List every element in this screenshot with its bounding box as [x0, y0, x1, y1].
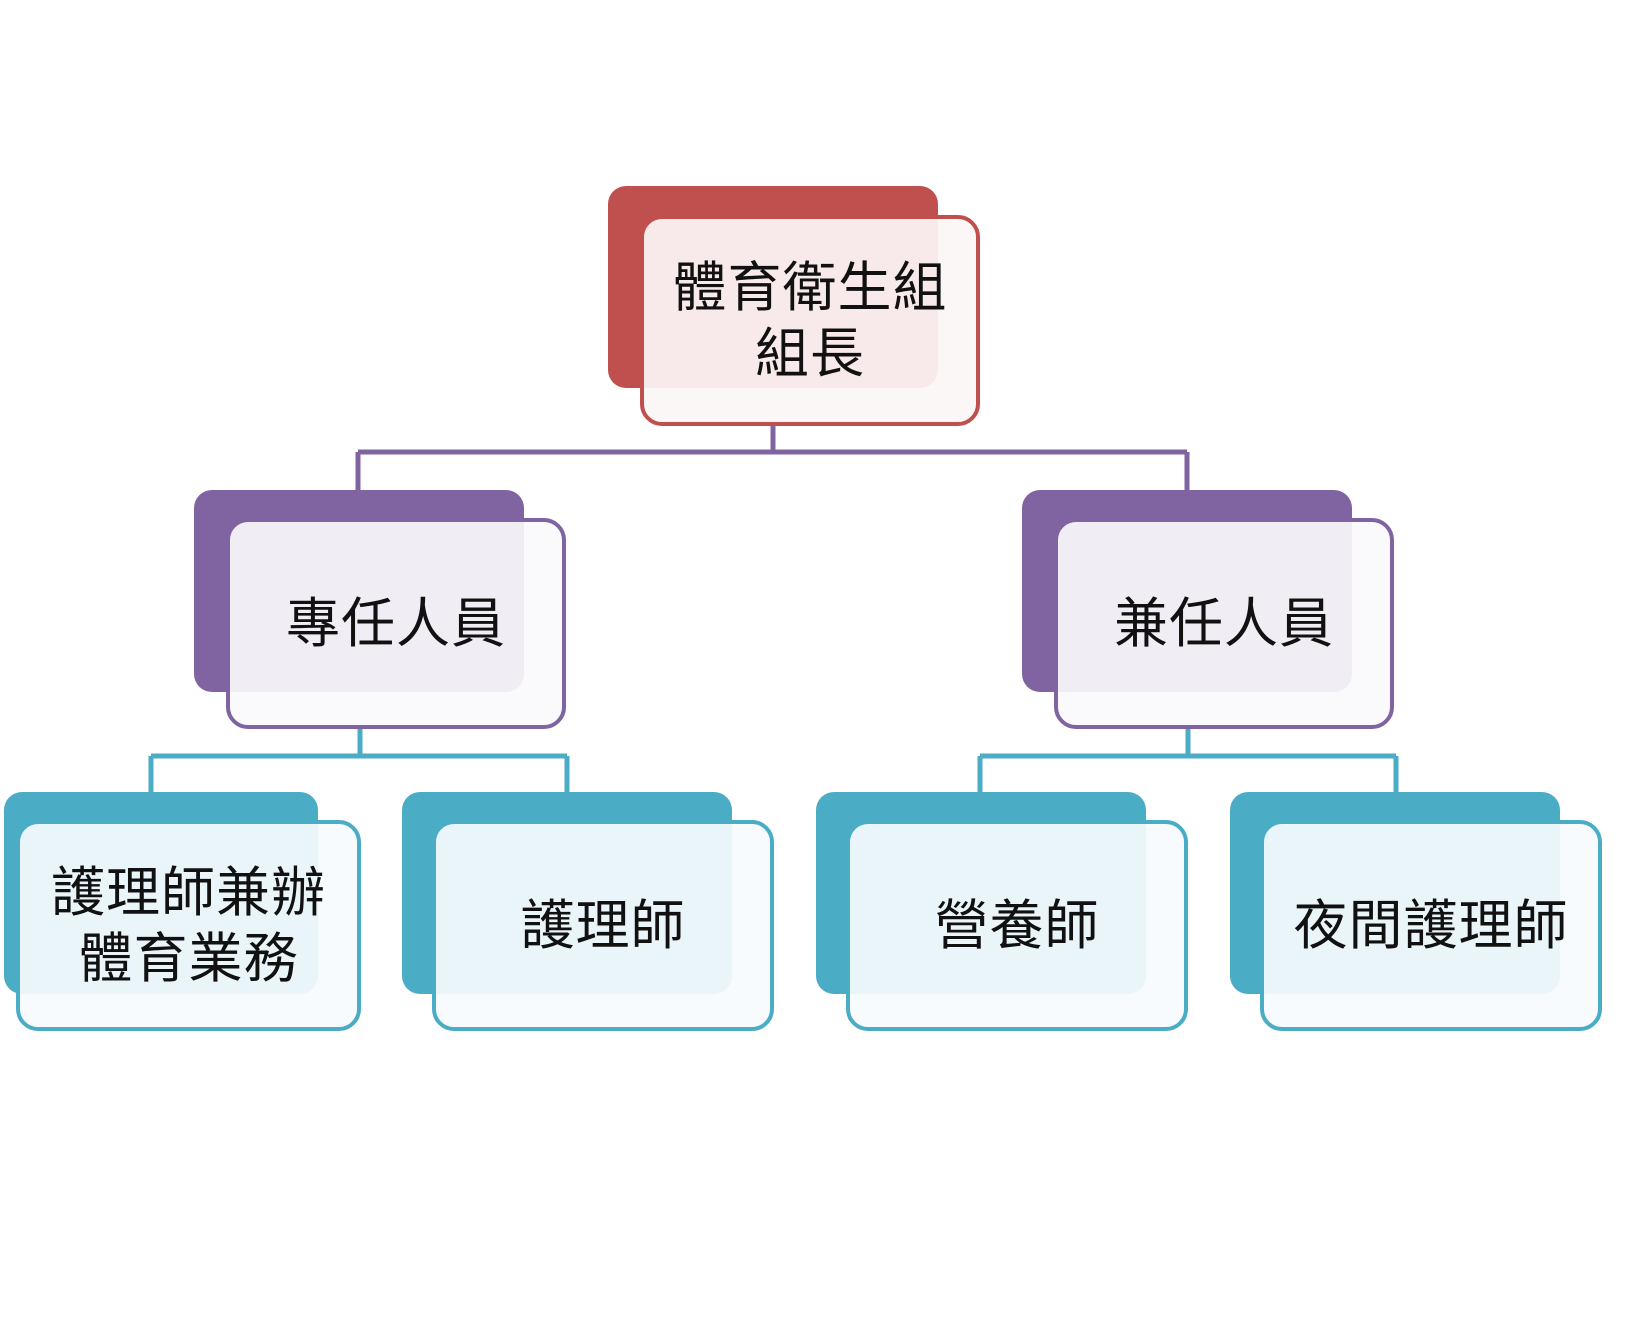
node-box	[640, 215, 980, 426]
node-box	[1260, 820, 1602, 1031]
node-label-root: 體育衛生組 組長	[672, 255, 948, 385]
connector-fulltime-to-children	[148, 729, 570, 792]
node-box	[432, 820, 774, 1031]
connector-root-to-level1	[355, 426, 1190, 490]
node-box	[846, 820, 1188, 1031]
node-box	[226, 518, 566, 729]
node-box	[1054, 518, 1394, 729]
connector-parttime-to-children	[977, 729, 1399, 792]
node-label-fulltime-staff: 專任人員	[286, 591, 506, 655]
node-label-nurse-pe: 護理師兼辦 體育業務	[51, 860, 326, 990]
node-box	[16, 820, 361, 1031]
node-label-dietitian: 營養師	[934, 893, 1100, 957]
node-label-nurse: 護理師	[520, 893, 686, 957]
node-label-parttime-staff: 兼任人員	[1114, 591, 1334, 655]
node-label-night-nurse: 夜間護理師	[1293, 893, 1569, 957]
